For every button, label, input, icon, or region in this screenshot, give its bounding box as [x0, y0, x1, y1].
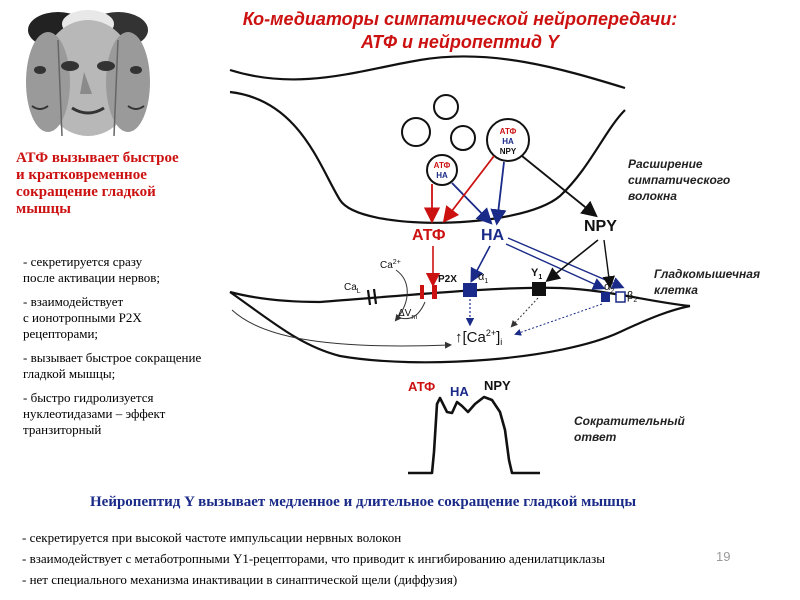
title-line-1: Ко-медиаторы симпатической нейропередачи… — [242, 9, 678, 29]
arrow-na-to-a2 — [505, 243, 606, 290]
arrow-large-to-na — [490, 161, 507, 226]
arrow-small-to-na — [451, 182, 493, 225]
atp-bullet-3: - вызывает быстрое сокращение гладкой мы… — [23, 350, 202, 381]
vesicle-large-npy: NPY — [500, 147, 517, 156]
receptor-b2-label: β2 — [627, 290, 637, 304]
npy-bullet-list: - секретируется при высокой частоте импу… — [22, 527, 605, 590]
receptor-y1-label: Y1 — [531, 267, 542, 281]
atp-heading: АТФ вызывает быстрое и кратковременное с… — [16, 150, 226, 218]
vesicle-small-atp: АТФ — [434, 161, 451, 170]
npy-bullet-2: - взаимодействует с метаботропными Y1-ре… — [22, 551, 605, 566]
vesicle-small-na: НА — [436, 171, 448, 180]
p2x-receptor — [420, 285, 424, 299]
ca-channel-bar-2 — [372, 288, 378, 305]
fiber-outline-bottom — [229, 90, 626, 224]
arrow-large-to-atp — [442, 155, 495, 223]
multi-faced-head-photo — [18, 10, 158, 142]
label-smooth-cell-1: Гладкомышечная — [654, 267, 760, 281]
atp-bullet-1: - секретируется сразу после активации не… — [23, 254, 160, 285]
ca-channel-bar-1 — [366, 289, 372, 306]
vesicle-empty-2 — [433, 94, 459, 120]
label-smooth-cell-2: клетка — [654, 283, 698, 297]
vesicle-atp-na — [426, 154, 458, 186]
graph-na-label: НА — [450, 384, 469, 399]
label-expansion-3: волокна — [628, 189, 677, 203]
npy-bullet-3: - нет специального механизма инактивации… — [22, 572, 458, 587]
contraction-response-curve — [408, 395, 540, 475]
graph-npy-label: NPY — [484, 378, 511, 393]
arrow-y1-to-ca — [510, 297, 539, 328]
page-number: 19 — [716, 549, 731, 564]
cell-outline-left — [229, 290, 321, 304]
atp-bullet-2: - взаимодействует с ионотропными Р2Х рец… — [23, 294, 142, 341]
alpha1-receptor — [463, 283, 477, 297]
ca-intracellular-label: ↑[Ca2+]i — [455, 328, 502, 347]
vesicle-empty-1 — [401, 117, 431, 147]
dv-label: ΔVm — [398, 308, 417, 321]
mediator-na: НА — [481, 227, 505, 244]
atp-bullet-list: - секретируется сразу после активации не… — [23, 254, 273, 446]
receptor-a1-label: α1 — [478, 271, 488, 285]
arrow-npy-to-y1 — [545, 239, 599, 282]
npy-heading: Нейропептид Y вызывает медленное и длите… — [90, 494, 637, 510]
vesicle-large-na: НА — [502, 137, 514, 146]
receptor-a2-label: α2 — [604, 281, 614, 295]
arrow-large-to-npy — [521, 155, 598, 218]
label-response-2: ответ — [574, 430, 617, 444]
fiber-outline-top — [229, 55, 626, 90]
label-response-1: Сократительный — [574, 414, 686, 428]
arrow-ca-channel-to-cai — [231, 309, 452, 349]
arrow-npy-to-a2 — [602, 239, 615, 289]
cell-outline-top — [319, 286, 691, 308]
ca-ion-label: Ca2+ — [380, 259, 401, 271]
vesicle-atp-na-npy — [486, 118, 530, 162]
vesicle-large-atp: АТФ — [500, 127, 517, 136]
graph-atp-label: АТФ — [408, 379, 435, 394]
alpha2-receptor — [601, 292, 610, 302]
atp-heading-text: АТФ вызывает быстрое и кратковременное с… — [16, 150, 179, 217]
cell-outline-bottom — [229, 291, 691, 364]
slide-title: Ко-медиаторы симпатической нейропередачи… — [200, 8, 720, 54]
p2x-receptor-2 — [432, 285, 437, 299]
arrow-dv-to-ca — [399, 301, 426, 320]
atp-bullet-4: - быстро гидролизуется нуклеотидазами – … — [23, 390, 166, 437]
mediator-atp: АТФ — [412, 227, 446, 244]
vesicle-empty-3 — [450, 125, 476, 151]
mediator-npy: NPY — [584, 218, 617, 235]
npy-bullet-1: - секретируется при высокой частоте импу… — [22, 530, 402, 545]
title-line-2: АТФ и нейропептид Y — [361, 32, 559, 52]
ca-channel-label: CaL — [344, 282, 361, 295]
arrow-ca-influx — [394, 269, 408, 322]
label-expansion-2: симпатического — [628, 173, 730, 187]
beta2-receptor — [615, 291, 626, 303]
label-expansion-1: Расширение — [628, 157, 703, 171]
receptor-p2x-label: P2X — [438, 274, 457, 285]
arrow-a2-to-ca — [514, 303, 603, 336]
arrow-na-to-a1 — [470, 245, 491, 283]
y1-receptor — [532, 282, 546, 296]
